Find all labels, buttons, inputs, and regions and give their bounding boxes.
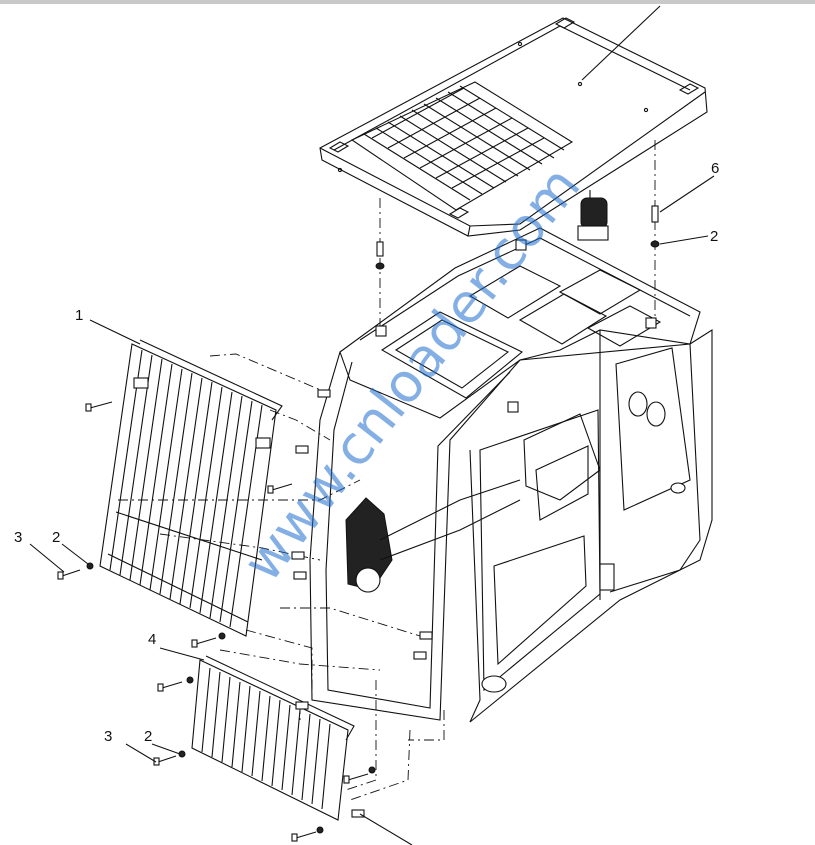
top-border: [0, 0, 815, 4]
roof-leader-line: [581, 5, 661, 81]
front-guard-small: [191, 655, 355, 821]
callout-4: 4: [148, 631, 156, 648]
front-guard-small-bars: [201, 667, 331, 810]
front-guard-large: [99, 339, 283, 637]
roof-guard-slots: [363, 85, 565, 201]
callout-2-left: 2: [52, 529, 60, 546]
fasteners: [57, 205, 660, 842]
roof-guard-plate: [319, 17, 708, 237]
callout-labels: 1 2 3 2 4 3 2 6 2: [14, 160, 719, 745]
callout-leaders: [29, 175, 715, 845]
callout-6: 6: [711, 160, 719, 177]
watermark: www.cnloader.com: [231, 155, 593, 593]
operator-cab: [309, 190, 713, 723]
callout-3-lower: 3: [104, 728, 112, 745]
callout-1: 1: [75, 307, 83, 324]
callout-2-right: 2: [710, 228, 718, 245]
callout-3-left: 3: [14, 529, 22, 546]
callout-2-lower: 2: [144, 728, 152, 745]
